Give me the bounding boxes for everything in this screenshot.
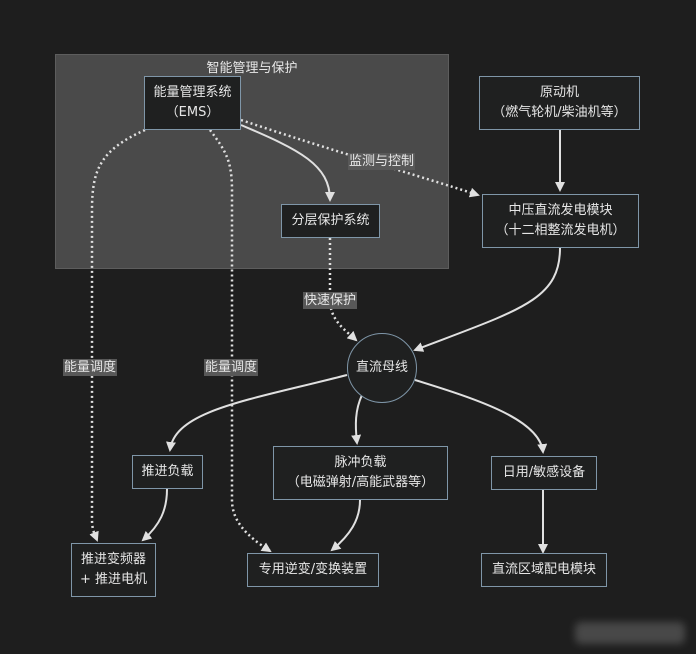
- node-ems-line2: （EMS）: [165, 105, 220, 120]
- node-daily-load-line1: 日用/敏感设备: [502, 465, 586, 480]
- node-propulsion-drive-line2: + 推进电机: [79, 572, 148, 587]
- edge-protection-dcbus: [328, 238, 358, 342]
- node-protection-line1: 分层保护系统: [291, 213, 370, 228]
- node-generator-line1: 中压直流发电模块: [508, 203, 613, 218]
- watermark: [575, 622, 685, 644]
- node-generator-module[interactable]: 中压直流发电模块 （十二相整流发电机）: [482, 194, 639, 248]
- node-propulsion-drive-line1: 推进变频器: [80, 552, 146, 567]
- node-dc-bus[interactable]: 直流母线: [347, 333, 417, 403]
- edge-generator-dcbus: [413, 247, 561, 352]
- node-inverter-line1: 专用逆变/变换装置: [258, 562, 368, 577]
- edge-ems-inverter: [208, 129, 272, 553]
- edge-propulsionload-drive: [141, 488, 168, 542]
- cluster-title: 智能管理与保护: [206, 61, 298, 76]
- edge-label-energy-dispatch-1: 能量调度: [63, 359, 118, 376]
- node-generator-line2: （十二相整流发电机）: [495, 223, 626, 238]
- edge-dcbus-pulseload: [351, 394, 363, 445]
- node-ems[interactable]: 能量管理系统 （EMS）: [144, 76, 241, 130]
- node-protection-system[interactable]: 分层保护系统: [281, 204, 380, 238]
- node-propulsion-drive[interactable]: 推进变频器 + 推进电机: [71, 543, 156, 597]
- node-inverter[interactable]: 专用逆变/变换装置: [247, 553, 379, 587]
- edge-ems-protection: [240, 124, 335, 202]
- node-pulse-load-line2: （电磁弹射/高能武器等）: [286, 475, 435, 490]
- node-pulse-load[interactable]: 脉冲负载 （电磁弹射/高能武器等）: [273, 446, 448, 500]
- edge-label-fast-protect: 快速保护: [303, 292, 358, 309]
- node-propulsion-load-line1: 推进负载: [141, 464, 194, 479]
- node-dc-bus-label: 直流母线: [355, 360, 408, 375]
- edge-dcbus-propulsionload: [166, 374, 348, 452]
- node-pulse-load-line1: 脉冲负载: [334, 455, 387, 470]
- node-zonal-distribution[interactable]: 直流区域配电模块: [481, 553, 607, 587]
- node-daily-load[interactable]: 日用/敏感设备: [491, 456, 597, 490]
- node-ems-line1: 能量管理系统: [153, 85, 232, 100]
- edge-dcbus-dailyload: [414, 379, 548, 454]
- edge-label-energy-dispatch-2: 能量调度: [204, 359, 259, 376]
- edge-label-monitor-control: 监测与控制: [348, 153, 416, 170]
- node-propulsion-load[interactable]: 推进负载: [132, 455, 203, 489]
- edge-pulseload-inverter: [330, 499, 361, 552]
- node-prime-mover-line2: （燃气轮机/柴油机等）: [492, 105, 627, 120]
- node-prime-mover[interactable]: 原动机 （燃气轮机/柴油机等）: [479, 76, 640, 130]
- node-zonal-line1: 直流区域配电模块: [491, 562, 596, 577]
- node-prime-mover-line1: 原动机: [539, 85, 579, 100]
